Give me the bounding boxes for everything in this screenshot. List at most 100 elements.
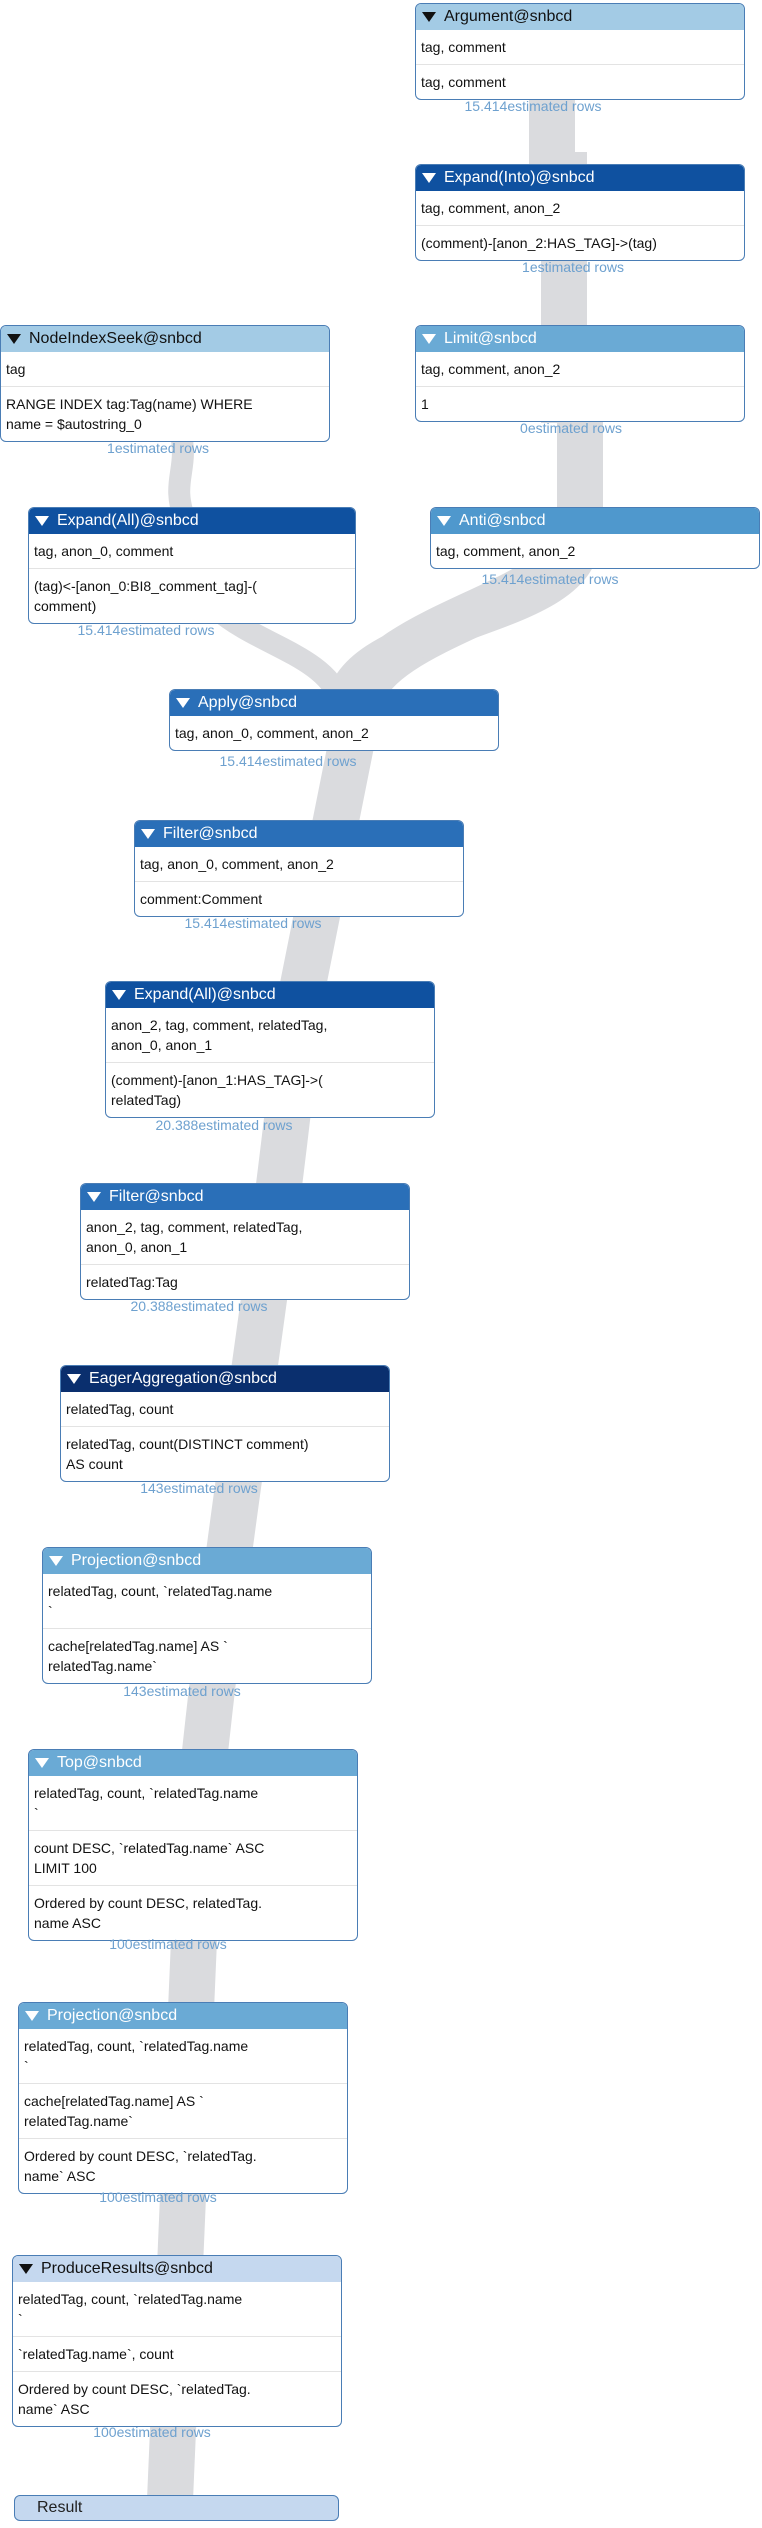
operator-title: Expand(All)@snbcd — [134, 986, 276, 1003]
collapse-triangle-icon[interactable] — [437, 516, 451, 526]
operator-detail-row: tag, anon_0, comment, anon_2 — [175, 725, 369, 741]
operator-projection-1[interactable]: Projection@snbcd relatedTag, count, `rela… — [42, 1547, 372, 1684]
result-node[interactable]: Result — [14, 2495, 339, 2521]
operator-title: ProduceResults@snbcd — [41, 2260, 213, 2277]
operator-detail-row: relatedTag, count, `relatedTag.name ` — [24, 2038, 249, 2074]
operator-header[interactable]: Filter@snbcd — [81, 1184, 409, 1210]
collapse-triangle-icon[interactable] — [141, 829, 155, 839]
operator-detail-row: cache[relatedTag.name] AS ` relatedTag.n… — [19, 2083, 347, 2138]
operator-detail-row: tag, comment, anon_2 — [436, 543, 576, 559]
collapse-triangle-icon[interactable] — [7, 334, 21, 344]
estimated-rows-label: 15.414estimated rows — [481, 571, 619, 587]
operator-title: Apply@snbcd — [198, 694, 297, 711]
operator-detail-row: (comment)-[anon_1:HAS_TAG]->( relatedTag… — [106, 1062, 434, 1117]
operator-apply[interactable]: Apply@snbcd tag, anon_0, comment, anon_2 — [169, 689, 499, 751]
operator-header[interactable]: Projection@snbcd — [19, 2003, 347, 2029]
operator-detail-row: (tag)<-[anon_0:BI8_comment_tag]-( commen… — [29, 568, 355, 623]
operator-header[interactable]: Projection@snbcd — [43, 1548, 371, 1574]
operator-detail-row: relatedTag, count, `relatedTag.name ` — [18, 2291, 243, 2327]
operator-projection-2[interactable]: Projection@snbcd relatedTag, count, `rela… — [18, 2002, 348, 2194]
operator-header[interactable]: Limit@snbcd — [416, 326, 744, 352]
collapse-triangle-icon[interactable] — [87, 1192, 101, 1202]
estimated-rows-label: 20.388estimated rows — [130, 1298, 268, 1314]
operator-header[interactable]: Filter@snbcd — [135, 821, 463, 847]
operator-header[interactable]: Expand(All)@snbcd — [29, 508, 355, 534]
collapse-triangle-icon[interactable] — [422, 173, 436, 183]
result-label: Result — [37, 2499, 83, 2516]
operator-detail-row: relatedTag, count — [66, 1401, 174, 1417]
operator-title: Expand(Into)@snbcd — [444, 169, 595, 186]
estimated-rows-label: 15.414estimated rows — [464, 98, 602, 114]
operator-header[interactable]: ProduceResults@snbcd — [13, 2256, 341, 2282]
collapse-triangle-icon[interactable] — [49, 1556, 63, 1566]
operator-header[interactable]: Apply@snbcd — [170, 690, 498, 716]
operator-detail-row: tag, comment — [416, 64, 744, 99]
operator-filter-2[interactable]: Filter@snbcd anon_2, tag, comment, relate… — [80, 1183, 410, 1300]
operator-expand-all-2[interactable]: Expand(All)@snbcd anon_2, tag, comment, r… — [105, 981, 435, 1118]
estimated-rows-label: 0estimated rows — [520, 420, 622, 436]
estimated-rows-label: 100estimated rows — [93, 2424, 211, 2440]
collapse-triangle-icon[interactable] — [422, 334, 436, 344]
estimated-rows-label: 1estimated rows — [522, 259, 624, 275]
collapse-triangle-icon[interactable] — [25, 2011, 39, 2021]
estimated-rows-label: 20.388estimated rows — [155, 1117, 293, 1133]
operator-detail-row: relatedTag, count, `relatedTag.name ` — [48, 1583, 273, 1619]
operator-title: Filter@snbcd — [109, 1188, 204, 1205]
operator-eager-aggregation[interactable]: EagerAggregation@snbcd relatedTag, count r… — [60, 1365, 390, 1482]
estimated-rows-label: 15.414estimated rows — [184, 915, 322, 931]
operator-title: Top@snbcd — [57, 1754, 142, 1771]
collapse-triangle-icon[interactable] — [67, 1374, 81, 1384]
estimated-rows-label: 100estimated rows — [109, 1936, 227, 1952]
operator-detail-row: count DESC, `relatedTag.name` ASC LIMIT … — [29, 1830, 357, 1885]
operator-detail-row: Ordered by count DESC, relatedTag. name … — [29, 1885, 357, 1940]
collapse-triangle-icon[interactable] — [112, 990, 126, 1000]
operator-detail-row: cache[relatedTag.name] AS ` relatedTag.n… — [43, 1628, 371, 1683]
operator-detail-row: relatedTag, count, `relatedTag.name ` — [34, 1785, 259, 1821]
operator-header[interactable]: NodeIndexSeek@snbcd — [1, 326, 329, 352]
collapse-triangle-icon[interactable] — [35, 516, 49, 526]
operator-detail-row: comment:Comment — [135, 881, 463, 916]
operator-title: NodeIndexSeek@snbcd — [29, 330, 202, 347]
operator-title: EagerAggregation@snbcd — [89, 1370, 277, 1387]
operator-detail-row: RANGE INDEX tag:Tag(name) WHERE name = $… — [1, 386, 329, 441]
operator-title: Filter@snbcd — [163, 825, 258, 842]
operator-expand-all-1[interactable]: Expand(All)@snbcd tag, anon_0, comment (ta… — [28, 507, 356, 624]
operator-detail-row: anon_2, tag, comment, relatedTag, anon_0… — [111, 1017, 328, 1053]
estimated-rows-label: 15.414estimated rows — [219, 753, 357, 769]
operator-title: Argument@snbcd — [444, 8, 573, 25]
operator-detail-row: anon_2, tag, comment, relatedTag, anon_0… — [86, 1219, 303, 1255]
operator-header[interactable]: Expand(Into)@snbcd — [416, 165, 744, 191]
operator-title: Projection@snbcd — [47, 2007, 178, 2024]
operator-detail-row: relatedTag, count(DISTINCT comment) AS c… — [61, 1426, 389, 1481]
collapse-triangle-icon[interactable] — [35, 1758, 49, 1768]
collapse-triangle-icon[interactable] — [19, 2264, 33, 2274]
operator-produce-results[interactable]: ProduceResults@snbcd relatedTag, count, `… — [12, 2255, 342, 2427]
operator-top[interactable]: Top@snbcd relatedTag, count, `relatedTag.… — [28, 1749, 358, 1941]
operator-header[interactable]: Anti@snbcd — [431, 508, 759, 534]
estimated-rows-label: 15.414estimated rows — [77, 622, 215, 638]
operator-detail-row: tag, comment, anon_2 — [421, 361, 561, 377]
operator-detail-row: Ordered by count DESC, `relatedTag. name… — [19, 2138, 347, 2193]
collapse-triangle-icon[interactable] — [422, 12, 436, 22]
operator-detail-row: tag, anon_0, comment — [34, 543, 174, 559]
operator-detail-row: tag, anon_0, comment, anon_2 — [140, 856, 334, 872]
operator-detail-row: relatedTag:Tag — [81, 1264, 409, 1299]
operator-anti[interactable]: Anti@snbcd tag, comment, anon_2 — [430, 507, 760, 569]
operator-detail-row: tag, comment, anon_2 — [421, 200, 561, 216]
operator-detail-row: `relatedTag.name`, count — [13, 2336, 341, 2371]
operator-header[interactable]: Top@snbcd — [29, 1750, 357, 1776]
estimated-rows-label: 143estimated rows — [123, 1683, 241, 1699]
operator-filter-1[interactable]: Filter@snbcd tag, anon_0, comment, anon_2… — [134, 820, 464, 917]
collapse-triangle-icon[interactable] — [176, 698, 190, 708]
operator-header[interactable]: Expand(All)@snbcd — [106, 982, 434, 1008]
operator-detail-row: Ordered by count DESC, `relatedTag. name… — [13, 2371, 341, 2426]
operator-header[interactable]: EagerAggregation@snbcd — [61, 1366, 389, 1392]
operator-title: Projection@snbcd — [71, 1552, 202, 1569]
operator-header[interactable]: Argument@snbcd — [416, 4, 744, 30]
operator-title: Limit@snbcd — [444, 330, 537, 347]
operator-detail-row: tag — [6, 361, 26, 377]
